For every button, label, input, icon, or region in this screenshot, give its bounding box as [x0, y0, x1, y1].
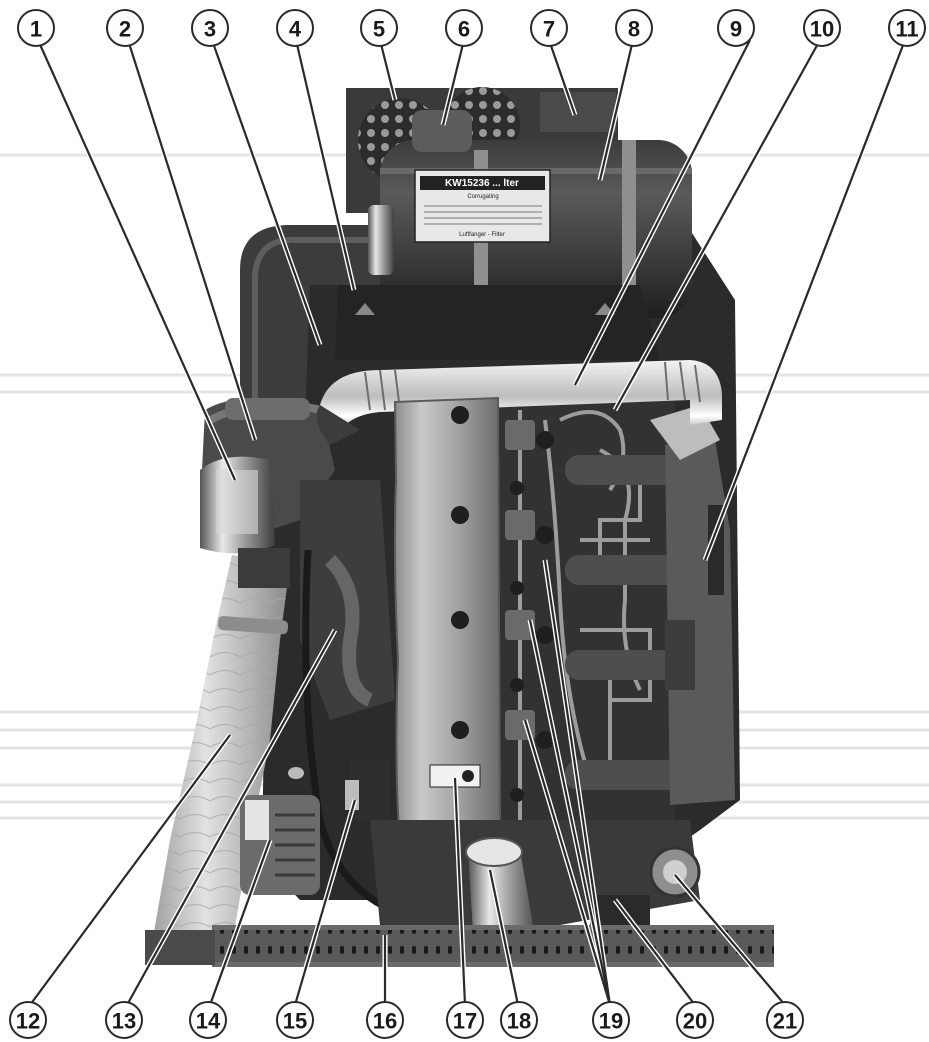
svg-text:12: 12 [16, 1009, 40, 1034]
valve-cover [393, 396, 502, 864]
svg-text:9: 9 [730, 17, 742, 42]
callout-17: 17 [446, 1001, 484, 1039]
callout-8: 8 [615, 9, 653, 47]
svg-text:21: 21 [773, 1009, 797, 1034]
filter-label-footer: Luftfanger - Filter [459, 232, 505, 238]
callout-10: 10 [803, 9, 841, 47]
svg-text:15: 15 [283, 1009, 307, 1034]
svg-text:14: 14 [196, 1009, 221, 1034]
callout-13: 13 [105, 1001, 143, 1039]
callout-21: 21 [766, 1001, 804, 1039]
callout-6: 6 [445, 9, 483, 47]
svg-text:16: 16 [373, 1009, 397, 1034]
shroud [335, 285, 660, 360]
svg-text:2: 2 [119, 17, 131, 42]
callout-15: 15 [276, 1001, 314, 1039]
callout-20: 20 [676, 1001, 714, 1039]
filter-label-sub: Corrugating [467, 194, 498, 200]
callout-1: 1 [17, 9, 55, 47]
svg-text:1: 1 [30, 17, 42, 42]
svg-text:19: 19 [599, 1009, 623, 1034]
svg-text:17: 17 [453, 1009, 477, 1034]
svg-text:3: 3 [204, 17, 216, 42]
valve-cover-bolts [451, 406, 554, 802]
svg-text:11: 11 [895, 17, 918, 42]
callout-16: 16 [366, 1001, 404, 1039]
callout-19: 19 [592, 1001, 630, 1039]
callout-11: 11 [888, 9, 926, 47]
side-tubes [565, 455, 685, 790]
svg-text:18: 18 [507, 1009, 531, 1034]
callout-2: 2 [106, 9, 144, 47]
callouts: 1 2 3 4 5 6 7 8 9 10 11 12 13 14 15 16 1… [9, 9, 926, 1039]
callout-4: 4 [276, 9, 314, 47]
filter-label: KW15236 ... lter Corrugating Luftfanger … [414, 169, 551, 243]
callout-3: 3 [191, 9, 229, 47]
svg-text:7: 7 [543, 17, 555, 42]
callout-9: 9 [717, 9, 755, 47]
callout-5: 5 [360, 9, 398, 47]
svg-text:8: 8 [628, 17, 640, 42]
filter-outlet [412, 110, 472, 152]
svg-text:6: 6 [458, 17, 470, 42]
svg-text:10: 10 [810, 17, 834, 42]
svg-text:20: 20 [683, 1009, 707, 1034]
svg-text:4: 4 [289, 17, 302, 42]
svg-text:5: 5 [373, 17, 385, 42]
svg-text:13: 13 [112, 1009, 136, 1034]
chrome-pipe [320, 360, 722, 440]
callout-12: 12 [9, 1001, 47, 1039]
callout-7: 7 [530, 9, 568, 47]
callout-18: 18 [500, 1001, 538, 1039]
filter-label-title: KW15236 ... lter [445, 178, 519, 189]
callout-14: 14 [189, 1001, 227, 1039]
leader-lines [27, 38, 908, 1007]
